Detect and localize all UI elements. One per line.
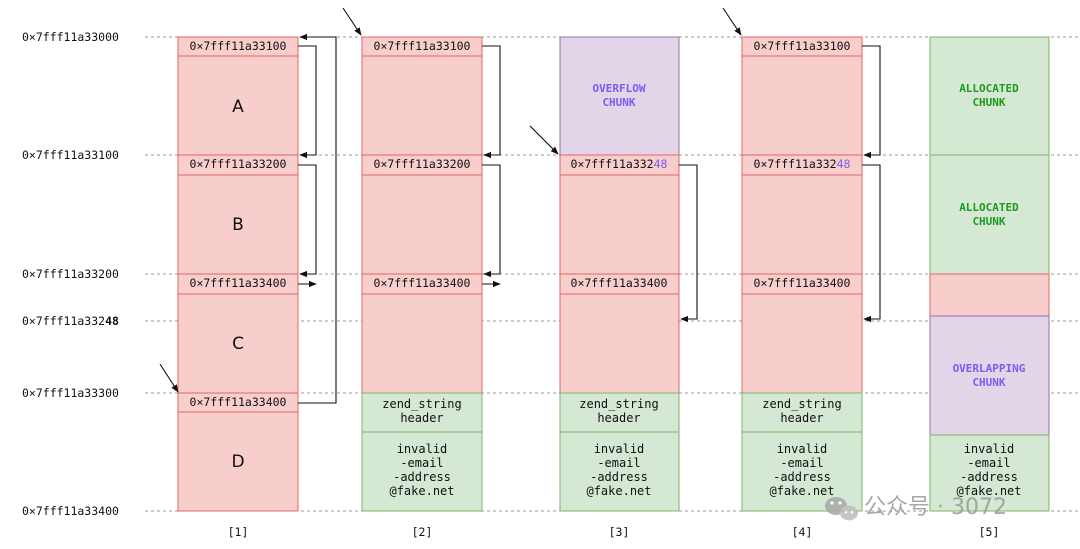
wechat-icon [825,497,858,521]
column-2: 0×7fff11a33100 0×7fff11a33200 0×7fff11a3… [342,7,501,512]
fd-arrow [482,164,501,278]
overflow-chunk-label: OVERFLOW [593,82,646,95]
payload-text: @fake.net [389,484,454,498]
zend-string-payload [741,431,863,512]
chunk-a-label: A [232,97,244,117]
payload-text: invalid [964,442,1015,456]
fd-arrow [862,164,881,323]
fd-pointer: 0×7fff11a33400 [190,395,287,409]
header-text: zend_string [382,397,461,411]
header-text: header [780,411,823,425]
payload-text: @fake.net [586,484,651,498]
overlapping-chunk-label: CHUNK [972,376,1005,389]
zend-string-header [559,392,680,433]
allocated-chunk [929,154,1050,275]
fd-pointer: 0×7fff11a33400 [190,276,287,290]
step-labels: [1] [2] [3] [4] [5] [228,525,1000,539]
header-text: header [400,411,443,425]
payload-text: -address [393,470,451,484]
payload-text: invalid [397,442,448,456]
column-4: 0×7fff11a33100 0×7fff11a33248 0×7fff11a3… [722,7,881,512]
allocated-chunk [929,36,1050,156]
watermark: 公众号 · 3072 [825,495,1007,521]
payload-text: -email [967,456,1010,470]
axis-label: 0×7fff11a33200 [22,267,119,281]
payload-text: invalid [594,442,645,456]
payload-text: @fake.net [956,484,1021,498]
zend-string-payload [559,431,680,512]
axis-label-3248: 0×7fff11a33248 [22,314,119,328]
axis-label: 0×7fff11a33400 [22,504,119,518]
payload-text: -address [960,470,1018,484]
allocated-chunk-label: ALLOCATED [959,201,1019,214]
fd-pointer-corrupted: 0×7fff11a33248 [754,157,851,171]
axis-label: 0×7fff11a33100 [22,148,119,162]
axis-label: 0×7fff11a33000 [22,30,119,44]
payload-text: @fake.net [769,484,834,498]
address-axis: 0×7fff11a33000 0×7fff11a33100 0×7fff11a3… [22,30,119,518]
zend-string-payload [361,431,483,512]
column-3: OVERFLOW CHUNK 0×7fff11a33248 0×7fff11a3… [529,36,698,512]
fd-pointer: 0×7fff11a33200 [190,157,287,171]
fd-pointer-corrupted: 0×7fff11a33248 [571,157,668,171]
payload-text: -address [773,470,831,484]
allocated-chunk-label: CHUNK [972,215,1005,228]
overflow-chunk-label: CHUNK [602,96,635,109]
fd-arrow-loop [298,33,337,404]
allocated-chunk-label: ALLOCATED [959,82,1019,95]
overlapping-chunk [929,315,1050,436]
free-chunks-body [741,36,863,394]
fd-pointer: 0×7fff11a33400 [571,276,668,290]
column-1: 0×7fff11a33100 0×7fff11a33200 0×7fff11a3… [159,33,337,512]
fd-arrow [482,45,501,159]
payload-text: -email [400,456,443,470]
fd-pointer: 0×7fff11a33100 [374,39,471,53]
overflow-chunk [559,36,680,156]
pointer-arrow [342,7,362,36]
fd-pointer: 0×7fff11a33400 [374,276,471,290]
fd-arrow [298,164,317,278]
payload-text: -email [780,456,823,470]
fd-pointer: 0×7fff11a33400 [754,276,851,290]
fd-arrow [298,45,317,159]
chunk-c-label: C [232,334,244,354]
fd-pointer: 0×7fff11a33100 [754,39,851,53]
fd-pointer: 0×7fff11a33100 [190,39,287,53]
header-text: zend_string [762,397,841,411]
payload-text: -email [597,456,640,470]
step-label: [4] [792,525,813,539]
pointer-arrow [529,125,559,155]
step-label: [1] [228,525,249,539]
free-remainder [929,273,1050,317]
header-text: header [597,411,640,425]
free-chunks-body [361,36,483,394]
payload-text: -address [590,470,648,484]
step-label: [2] [412,525,433,539]
pointer-arrow [159,363,179,393]
watermark-text: 公众号 · 3072 [864,495,1007,520]
fd-arrow [862,45,881,159]
chunk-d-label: D [231,452,244,472]
header-text: zend_string [579,397,658,411]
chunk-b-label: B [232,215,244,235]
step-label: [3] [609,525,630,539]
overlapping-chunk-label: OVERLAPPING [953,362,1026,375]
allocated-chunk-label: CHUNK [972,96,1005,109]
payload-text: invalid [777,442,828,456]
step-label: [5] [979,525,1000,539]
column-5: ALLOCATED CHUNK ALLOCATED CHUNK OVERLAPP… [929,36,1050,512]
zend-string-payload [929,434,1050,512]
pointer-arrow [722,7,742,36]
fd-arrow [679,164,698,323]
fd-pointer: 0×7fff11a33200 [374,157,471,171]
axis-label: 0×7fff11a33300 [22,386,119,400]
